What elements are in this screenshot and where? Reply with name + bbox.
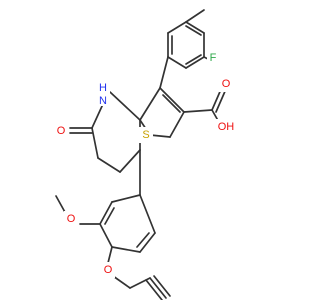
atom-o-acid: O <box>222 78 231 90</box>
atom-s: S <box>142 129 149 141</box>
atom-oh: OH <box>218 121 235 133</box>
atom-n: N <box>99 95 107 107</box>
atom-labels: F H N O S O OH O O <box>54 50 237 278</box>
bonds <box>55 9 227 300</box>
atom-o-ketone: O <box>57 125 66 137</box>
molecule-structure: F H N O S O OH O O <box>54 9 237 300</box>
atom-o-ether: O <box>104 264 113 276</box>
atom-h: H <box>99 82 107 94</box>
atom-f: F <box>210 52 217 64</box>
atom-o-methoxy: O <box>67 213 76 225</box>
